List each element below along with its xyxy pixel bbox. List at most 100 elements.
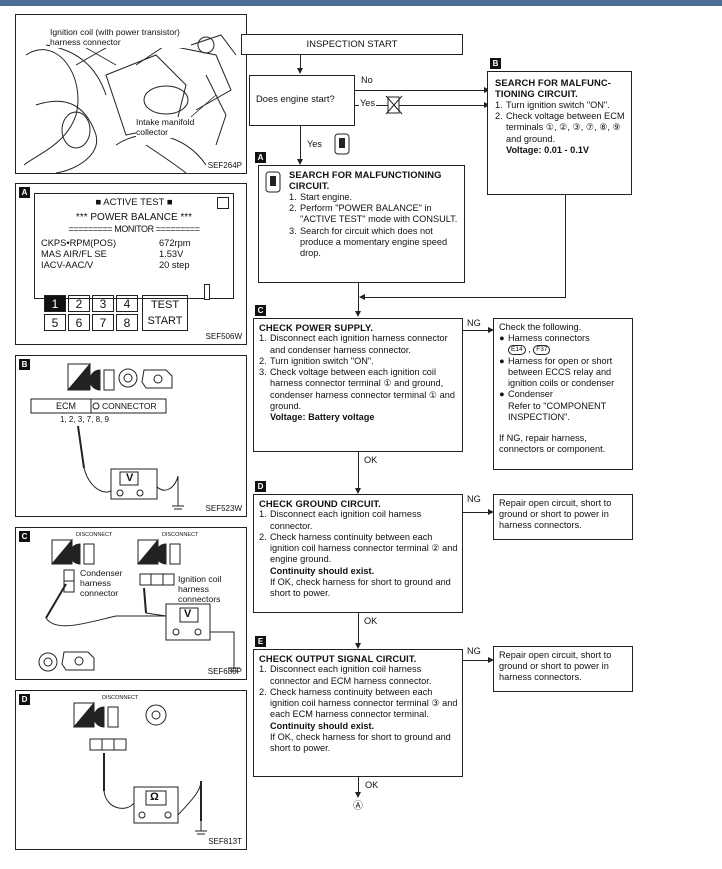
voltmeter-label: V	[126, 472, 134, 484]
ng-label-3: NG	[467, 646, 481, 656]
box-d-tail: If OK, check harness for short to ground…	[270, 576, 451, 598]
condenser-connector-label: Condenser harness connector	[80, 568, 123, 598]
voltmeter-c-label: V	[184, 608, 192, 620]
box-b-step: 1.Turn ignition switch "ON".	[495, 99, 610, 110]
test-start-key[interactable]: TEST START	[142, 295, 188, 331]
arrow	[488, 657, 494, 663]
power-balance-title: *** POWER BALANCE ***	[75, 211, 193, 223]
ts-icon-2	[136, 538, 159, 565]
box-c-step: 3.Check voltage between each ignition co…	[259, 367, 455, 411]
panel-tag: D	[19, 694, 30, 705]
ok-label-2: OK	[364, 616, 378, 626]
box-tag: A	[255, 152, 266, 163]
connector-line	[355, 90, 485, 91]
check-following-tail: If NG, repair harness, connectors or com…	[499, 432, 606, 455]
hs-icon	[66, 362, 91, 391]
box-e-tail: If OK, check harness for short to ground…	[270, 731, 451, 753]
arrow	[355, 643, 361, 649]
box-d-ground: D CHECK GROUND CIRCUIT. 1.Disconnect eac…	[253, 481, 463, 613]
consult-icon	[334, 133, 350, 155]
key-3[interactable]: 3	[92, 295, 114, 312]
disconnect-icon-d	[93, 706, 119, 728]
engine-icon-c	[61, 651, 95, 671]
inspection-start-label: INSPECTION START	[306, 39, 398, 50]
monitor-row: CKPS•RPM(POS)672rpm	[41, 237, 191, 248]
figure-code: SEF264P	[207, 161, 242, 171]
active-test-header: ■ ACTIVE TEST ■	[95, 197, 173, 208]
panel-c-power-supply: C	[15, 527, 247, 680]
key-7[interactable]: 7	[92, 314, 114, 331]
box-a-step: 2.Perform "POWER BALANCE" in "ACTIVE TES…	[289, 203, 458, 225]
key-1[interactable]: 1	[44, 295, 66, 312]
panel-tag: A	[19, 187, 30, 198]
arrow	[355, 792, 361, 798]
panel-d-drawing	[72, 701, 207, 835]
key-2[interactable]: 2	[68, 295, 90, 312]
box-b-step: 2.Check voltage between ECM terminals ①,…	[495, 111, 625, 144]
ecm-connector-outline	[30, 398, 167, 414]
arrow	[488, 509, 494, 515]
panel-code: SEF680P	[207, 667, 242, 677]
inspection-start-box: INSPECTION START	[241, 34, 463, 55]
connector-line	[463, 330, 489, 331]
terminal-list: 1, 2, 3, 7, 8, 9	[60, 415, 109, 424]
yes-label: Yes	[359, 98, 376, 110]
arrow	[488, 327, 494, 333]
check-following-box: Check the following. ●Harness connectors…	[493, 318, 633, 470]
disconnect-label-1: DISCONNECT	[76, 532, 113, 538]
callout-intake-manifold: Intake manifold collector	[136, 117, 214, 138]
panel-code: SEF813T	[208, 837, 242, 847]
ts-icon-1	[50, 538, 73, 565]
yes-label-2: Yes	[307, 139, 322, 149]
box-d-step: 2.Check harness continuity between each …	[259, 531, 458, 565]
arrow	[297, 159, 303, 165]
box-tag: C	[255, 305, 266, 316]
box-e-continuity: Continuity should exist.	[270, 720, 375, 731]
box-e-output-signal: E CHECK OUTPUT SIGNAL CIRCUIT. 1.Disconn…	[253, 636, 463, 777]
disconnect-icon-2	[155, 543, 181, 565]
box-a-title: SEARCH FOR MALFUNCTIONING CIRCUIT.	[289, 169, 442, 192]
box-e-step: 1.Disconnect each ignition coil harness …	[259, 664, 432, 686]
panel-tag: B	[19, 359, 30, 370]
ts-icon-d	[72, 701, 95, 728]
panel-code: SEF523W	[205, 504, 242, 514]
key-off-icon-d	[145, 704, 167, 726]
key-5[interactable]: 5	[44, 314, 66, 331]
disconnect-label-2: DISCONNECT	[162, 532, 199, 538]
arrow	[359, 294, 365, 300]
connector-line	[355, 105, 485, 106]
box-a-step: 1.Start engine.	[289, 191, 353, 202]
connector-line	[463, 660, 489, 661]
callout-ignition-coil: Ignition coil (with power transistor) ha…	[50, 27, 190, 48]
connector-line	[565, 195, 566, 297]
repair-box-e: Repair open circuit, short to ground or …	[493, 646, 633, 692]
check-following-title: Check the following.	[499, 322, 582, 332]
box-b-title: SEARCH FOR MALFUNC-TIONING CIRCUIT.	[495, 77, 611, 100]
box-b-voltage: Voltage: 0.01 - 0.1V	[506, 144, 590, 155]
panel-tag: C	[19, 531, 30, 542]
box-b-search: B SEARCH FOR MALFUNC-TIONING CIRCUIT. 1.…	[487, 58, 632, 195]
panel-code: SEF506W	[205, 332, 242, 342]
repair-text-d: Repair open circuit, short to ground or …	[499, 498, 612, 531]
keypad: 1 2 3 4 5 6 7 8	[44, 295, 138, 331]
connector-line	[300, 126, 301, 161]
box-tag: B	[490, 58, 501, 69]
window-top-bar	[0, 0, 722, 6]
monitor-label: ========= MONITOR =========	[68, 223, 200, 234]
box-a-search: A SEARCH FOR MALFUNCTIONING CIRCUIT. 1.S…	[255, 152, 465, 283]
box-e-title: CHECK OUTPUT SIGNAL CIRCUIT.	[259, 653, 417, 664]
engine-figure: Ignition coil (with power transistor) ha…	[15, 14, 247, 174]
repair-text-e: Repair open circuit, short to ground or …	[499, 650, 612, 683]
box-c-step: 1.Disconnect each ignition harness conne…	[259, 333, 448, 355]
key-4[interactable]: 4	[116, 295, 138, 312]
ok-label-1: OK	[364, 455, 378, 465]
key-6[interactable]: 6	[68, 314, 90, 331]
box-d-continuity: Continuity should exist.	[270, 565, 375, 576]
repair-box-d: Repair open circuit, short to ground or …	[493, 494, 633, 540]
connector-code: F37	[533, 345, 551, 355]
key-8[interactable]: 8	[116, 314, 138, 331]
no-consult-icon	[385, 95, 403, 115]
